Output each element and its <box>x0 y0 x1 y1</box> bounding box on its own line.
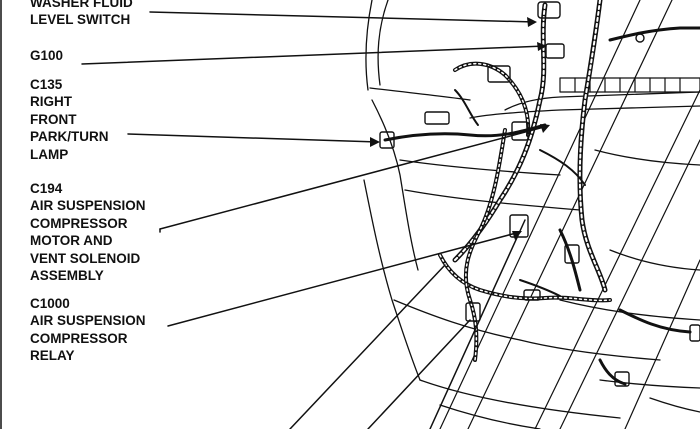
c1000-connector <box>465 302 481 322</box>
vehicle-body-outline <box>363 0 700 429</box>
leader-g100 <box>81 45 546 65</box>
leader-c1000 <box>167 231 521 327</box>
callout-c194: C194 AIR SUSPENSION COMPRESSOR MOTOR AND… <box>30 181 146 284</box>
wiring-harness <box>383 0 700 386</box>
leader-c135 <box>127 133 379 143</box>
diagonal-struts <box>439 0 700 429</box>
c194-connector <box>509 214 529 238</box>
callout-c135: C135 RIGHT FRONT PARK/TURN LAMP <box>30 77 109 162</box>
leader-washer-fluid-level-switch <box>149 11 536 23</box>
callout-washer-fluid-level-switch: WASHER FLUID LEVEL SWITCH <box>30 0 133 28</box>
callout-c1000: C1000 AIR SUSPENSION COMPRESSOR RELAY <box>30 296 146 364</box>
washer-switch-connector <box>537 1 561 19</box>
leader-lines <box>81 11 549 327</box>
callout-g100: G100 <box>30 48 64 63</box>
leader-c194 <box>159 125 549 230</box>
leader-arrowheads <box>370 17 550 240</box>
c135-connector <box>379 131 395 149</box>
connectors <box>379 1 700 387</box>
g100-ground <box>545 43 565 59</box>
bottom-leader-lines <box>289 219 526 429</box>
radiator-support <box>559 77 700 93</box>
